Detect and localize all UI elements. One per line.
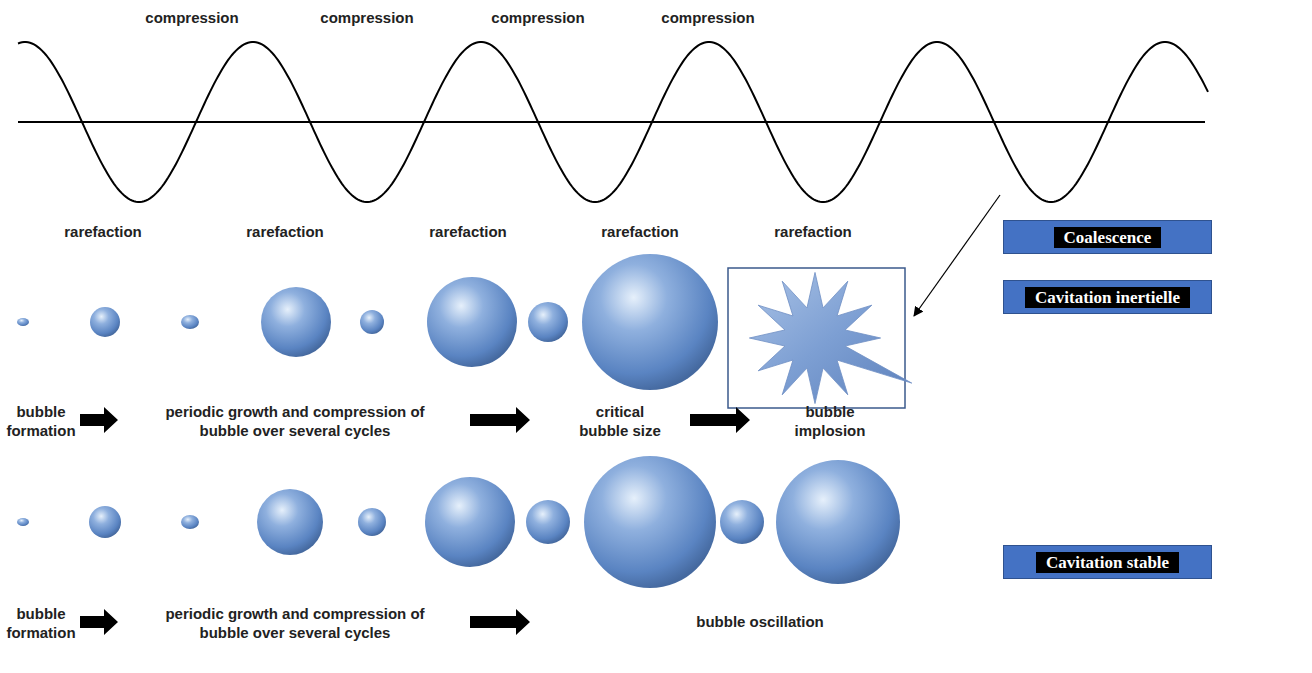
bubble	[17, 318, 29, 326]
category-box: Cavitation inertielle	[1003, 280, 1212, 314]
bubble	[526, 500, 570, 544]
bubble	[358, 508, 386, 536]
wave-phase-label: rarefaction	[408, 222, 528, 241]
block-arrow	[690, 407, 750, 433]
step-label: bubble formation	[4, 402, 78, 440]
step-label: periodic growth and compression of bubbl…	[145, 604, 445, 642]
bubble	[582, 254, 718, 390]
category-text: Coalescence	[1054, 227, 1162, 248]
bubble	[360, 310, 384, 334]
bubble	[776, 460, 900, 584]
leader-arrow	[914, 195, 1000, 316]
bubble	[720, 500, 764, 544]
bubble	[425, 477, 515, 567]
block-arrow	[80, 407, 118, 433]
wave-phase-label: rarefaction	[580, 222, 700, 241]
bubble	[584, 456, 716, 588]
step-label: periodic growth and compression of bubbl…	[145, 402, 445, 440]
block-arrow	[470, 407, 530, 433]
bubble	[181, 315, 199, 329]
step-arrows	[80, 407, 750, 635]
category-box: Cavitation stable	[1003, 545, 1212, 579]
step-label: critical bubble size	[570, 402, 670, 440]
step-label: bubble implosion	[782, 402, 878, 440]
bubble	[528, 302, 568, 342]
bubble	[89, 506, 121, 538]
bubble	[257, 489, 323, 555]
step-label: bubble oscillation	[660, 612, 860, 631]
implosion-star	[749, 272, 911, 403]
wave-phase-label: compression	[307, 8, 427, 27]
bubble-row-stable	[17, 456, 900, 588]
bubble-row-inertial	[17, 254, 912, 408]
wave-phase-label: rarefaction	[753, 222, 873, 241]
step-label: bubble formation	[4, 604, 78, 642]
bubble	[90, 307, 120, 337]
bubble	[17, 518, 29, 526]
block-arrow	[80, 609, 118, 635]
category-text: Cavitation stable	[1036, 552, 1179, 573]
sound-wave	[18, 42, 1208, 202]
bubble	[427, 277, 517, 367]
wave-phase-label: compression	[478, 8, 598, 27]
wave-phase-label: compression	[648, 8, 768, 27]
wave-phase-label: compression	[132, 8, 252, 27]
block-arrow	[470, 609, 530, 635]
category-box: Coalescence	[1003, 220, 1212, 254]
wave-phase-label: rarefaction	[43, 222, 163, 241]
wave-phase-label: rarefaction	[225, 222, 345, 241]
bubble	[261, 287, 331, 357]
category-text: Cavitation inertielle	[1025, 287, 1190, 308]
bubble	[181, 515, 199, 529]
